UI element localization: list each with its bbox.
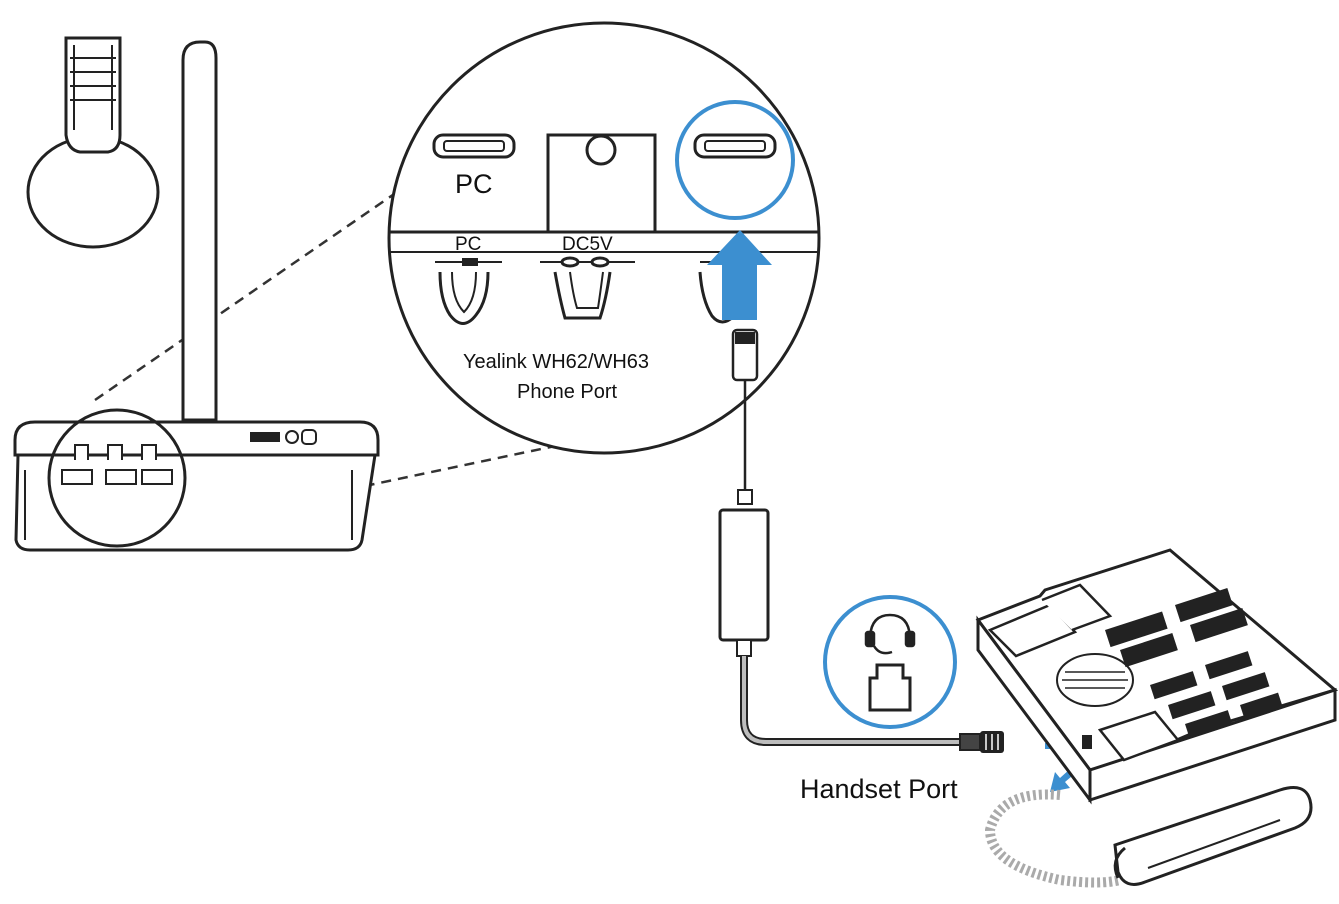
desk-phone (975, 548, 1339, 805)
zoom-guide-lines (94, 188, 561, 530)
headset-port-symbol (823, 595, 957, 729)
handset-port-label: Handset Port (800, 774, 958, 804)
headset-on-stand (26, 36, 218, 422)
product-name-label: Yealink WH62/WH63 (463, 351, 649, 373)
cable-adapter (718, 508, 770, 642)
connection-cable (718, 328, 1088, 792)
dc5v-label: DC5V (562, 234, 613, 255)
base-station (13, 408, 380, 552)
rj-port-icon (868, 663, 912, 712)
insert-arrow-icon (707, 230, 772, 320)
phone-port (693, 133, 777, 159)
pc-small-label: PC (455, 234, 481, 255)
phone-handset (984, 786, 1313, 888)
phone-port-label: Phone Port (517, 381, 618, 403)
headset-icon (864, 613, 916, 655)
zoom-callout: PC PC DC5V Yealink WH62/WH63 Phone Port (387, 21, 821, 455)
phone-port-highlight (675, 100, 795, 220)
pc-port-label: PC (455, 169, 493, 199)
pc-usb-port (432, 133, 516, 159)
